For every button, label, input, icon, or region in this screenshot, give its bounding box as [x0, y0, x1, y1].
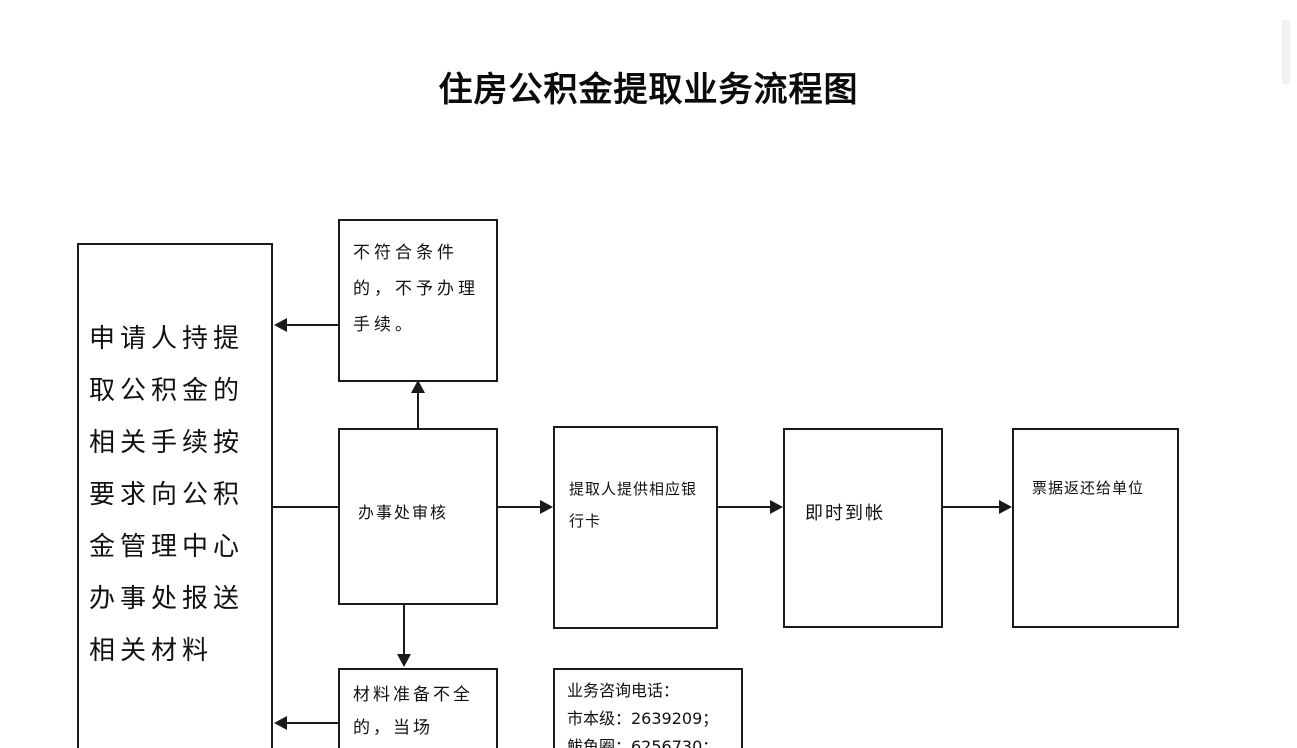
node-applicant-submit-label: 申请人持提取公积金的相关手续按要求向公积金管理中心办事处报送相关材料: [89, 324, 245, 666]
node-instant-arrival[interactable]: 即时到帐: [783, 428, 943, 628]
node-incomplete-materials[interactable]: 材料准备不全的，当场: [338, 668, 498, 748]
arrowhead-review-to-incomplete: [397, 654, 411, 667]
arrowhead-incomplete-to-applicant: [274, 716, 287, 730]
connector-review-to-bank-card: [498, 506, 540, 508]
node-incomplete-materials-label: 材料准备不全的，当场: [353, 685, 473, 738]
node-instant-arrival-label: 即时到帐: [805, 503, 885, 524]
connector-instant-to-receipt: [943, 506, 999, 508]
connector-bank-card-to-instant: [718, 506, 770, 508]
node-not-qualified[interactable]: 不符合条件的，不予办理手续。: [338, 219, 498, 382]
connector-reject-to-applicant: [287, 324, 338, 326]
arrowhead-bank-card-to-instant: [770, 500, 783, 514]
connector-incomplete-to-applicant: [287, 722, 338, 724]
arrowhead-review-to-reject: [411, 380, 425, 393]
node-receipt-returned-label: 票据返还给单位: [1032, 479, 1145, 497]
node-office-review[interactable]: 办事处审核: [338, 428, 498, 605]
scrollbar-thumb[interactable]: [1282, 20, 1290, 84]
node-consultation-phones[interactable]: 业务咨询电话： 市本级：2639209； 鲅鱼圈：6256730；: [553, 668, 743, 748]
node-provide-bank-card-label: 提取人提供相应银行卡: [569, 480, 698, 530]
arrowhead-review-to-bank-card: [540, 500, 553, 514]
node-receipt-returned[interactable]: 票据返还给单位: [1012, 428, 1179, 628]
node-office-review-label: 办事处审核: [358, 503, 449, 522]
connector-review-to-incomplete: [403, 605, 405, 655]
connector-review-to-reject: [417, 392, 419, 428]
node-consultation-phones-label: 业务咨询电话： 市本级：2639209； 鲅鱼圈：6256730；: [567, 681, 719, 748]
connector-applicant-to-review: [273, 506, 339, 508]
node-not-qualified-label: 不符合条件的，不予办理手续。: [353, 243, 479, 335]
node-applicant-submit[interactable]: 申请人持提取公积金的相关手续按要求向公积金管理中心办事处报送相关材料: [77, 243, 273, 748]
arrowhead-instant-to-receipt: [999, 500, 1012, 514]
page-title: 住房公积金提取业务流程图: [438, 70, 859, 110]
node-provide-bank-card[interactable]: 提取人提供相应银行卡: [553, 426, 718, 629]
arrowhead-reject-to-applicant: [274, 318, 287, 332]
